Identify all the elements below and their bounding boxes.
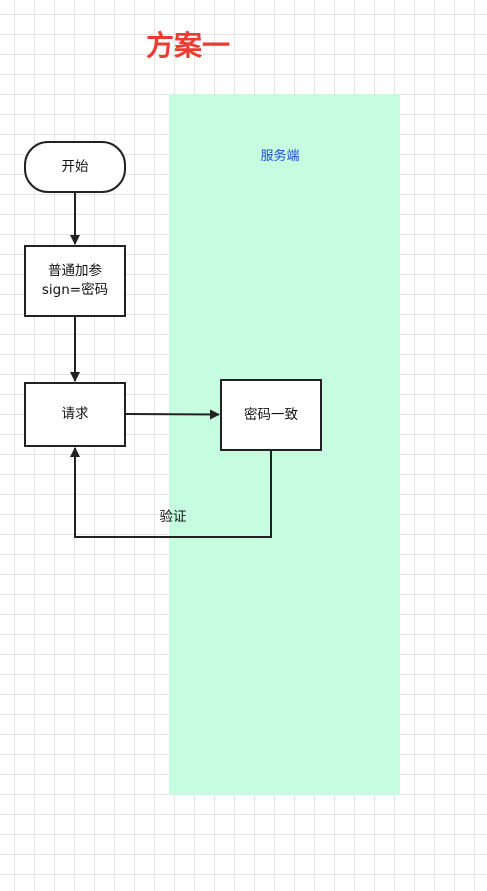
password-match-node: 密码一致 — [220, 379, 322, 451]
start-node: 开始 — [24, 141, 126, 193]
arrow-request-to-server — [125, 409, 220, 420]
diagram-title: 方案一 — [145, 29, 230, 62]
arrow-verify-return — [70, 447, 272, 538]
add-param-node: 普通加参 sign=密码 — [24, 245, 126, 317]
request-node: 请求 — [24, 382, 126, 447]
verify-edge-label: 验证 — [159, 509, 187, 525]
swimlane-label: 服务端 — [260, 149, 300, 164]
